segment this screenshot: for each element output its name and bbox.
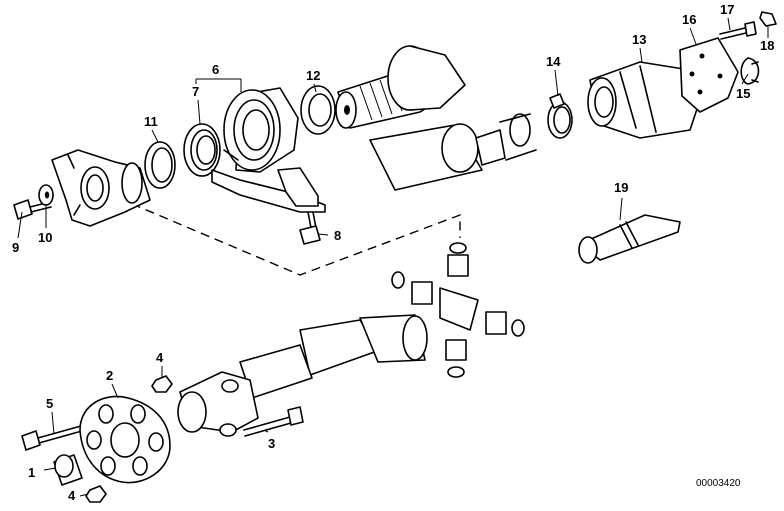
part-13-cv-joint bbox=[587, 61, 701, 139]
callout-5: 5 bbox=[46, 396, 53, 411]
splined-shaft-section bbox=[335, 45, 466, 129]
part-16-flange-plate bbox=[679, 37, 739, 113]
reference-number: 00003420 bbox=[696, 478, 741, 489]
part-11-seal-ring bbox=[144, 141, 176, 189]
callout-17: 17 bbox=[720, 2, 734, 17]
callout-3: 3 bbox=[268, 436, 275, 451]
part-17-bolt bbox=[719, 21, 757, 40]
flange-yoke bbox=[51, 149, 151, 227]
callout-6: 6 bbox=[212, 62, 219, 77]
callout-4-upper: 4 bbox=[156, 350, 164, 365]
callout-18: 18 bbox=[760, 38, 774, 53]
part-15-circlip bbox=[740, 57, 760, 85]
callout-4-lower: 4 bbox=[68, 488, 76, 503]
part-2-flex-disc bbox=[79, 395, 171, 484]
callout-7: 7 bbox=[192, 84, 199, 99]
universal-joint bbox=[391, 242, 525, 378]
callout-2: 2 bbox=[106, 368, 113, 383]
callout-14: 14 bbox=[546, 54, 561, 69]
part-4-nut-lower bbox=[85, 485, 107, 503]
callout-1: 1 bbox=[28, 465, 35, 480]
main-tube-shaft bbox=[239, 314, 428, 399]
tube-shaft bbox=[369, 113, 537, 191]
part-7-ball-bearing bbox=[183, 123, 221, 177]
part-12-seal-ring bbox=[300, 85, 336, 135]
callout-9: 9 bbox=[12, 240, 19, 255]
part-3-bolt bbox=[243, 406, 304, 437]
callout-12: 12 bbox=[306, 68, 320, 83]
part-18-nut bbox=[759, 11, 777, 27]
part-6-center-bearing-support bbox=[211, 87, 326, 213]
callout-numbers: 1 2 3 4 4 5 6 7 8 9 10 11 12 13 14 15 16… bbox=[12, 2, 774, 503]
part-5-bolt bbox=[21, 423, 90, 451]
joint-housing bbox=[177, 371, 259, 437]
part-10-washer bbox=[38, 184, 54, 206]
callout-16: 16 bbox=[682, 12, 696, 27]
callout-leader-lines bbox=[17, 17, 769, 497]
callout-13: 13 bbox=[632, 32, 646, 47]
part-8-hex-bolt bbox=[299, 211, 321, 245]
callout-15: 15 bbox=[736, 86, 750, 101]
callout-11: 11 bbox=[144, 114, 158, 129]
part-14-clamp bbox=[547, 93, 573, 139]
part-1-centering-sleeve bbox=[53, 454, 83, 486]
callout-8: 8 bbox=[334, 228, 341, 243]
part-19-grease-tube bbox=[578, 214, 681, 264]
callout-10: 10 bbox=[38, 230, 52, 245]
callout-19: 19 bbox=[614, 180, 628, 195]
part-4-nut-upper bbox=[151, 375, 173, 393]
dashed-connection-lines bbox=[117, 197, 461, 276]
